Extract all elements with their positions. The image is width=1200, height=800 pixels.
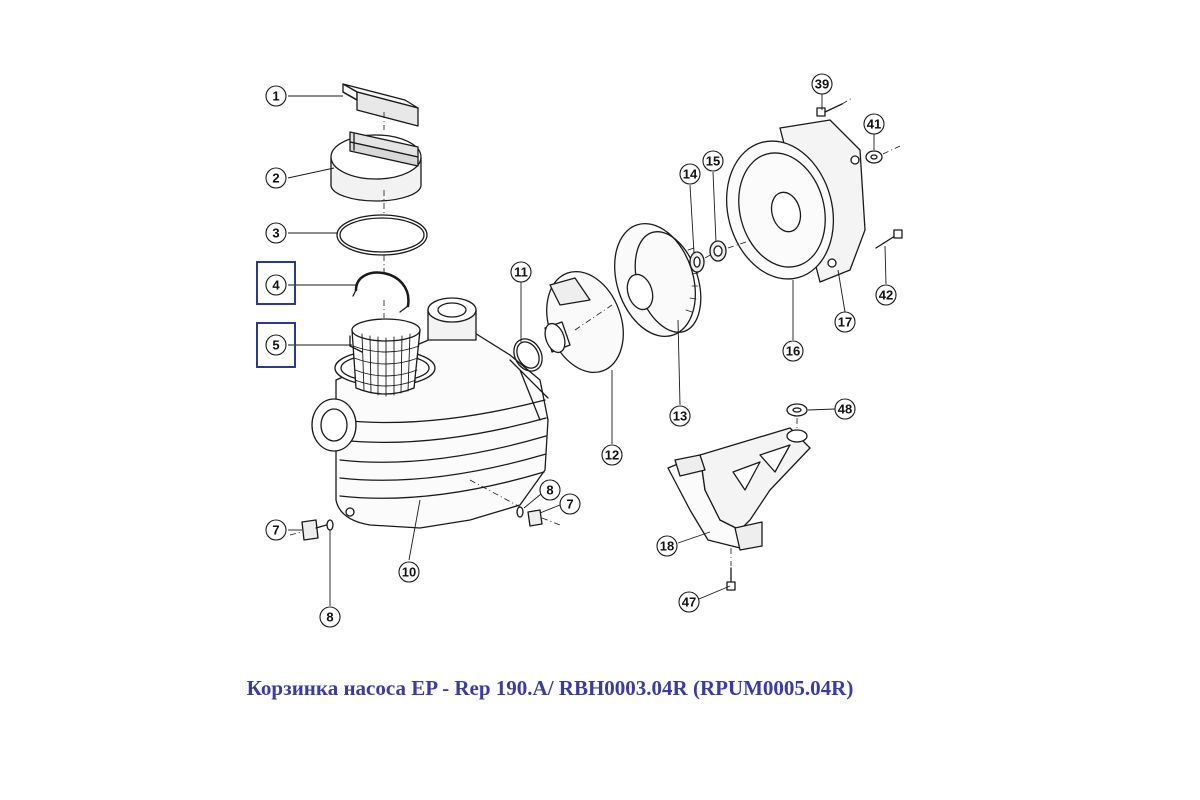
part-bushing bbox=[786, 403, 808, 443]
callout-label: 14 bbox=[683, 167, 698, 182]
callout-label: 5 bbox=[272, 338, 279, 353]
callout-label: 18 bbox=[660, 539, 674, 554]
part-mechanical-seal bbox=[689, 251, 705, 273]
callout-label: 3 bbox=[272, 226, 279, 241]
callout-2 bbox=[265, 167, 287, 189]
callout-18 bbox=[656, 535, 678, 557]
callout-label: 10 bbox=[402, 565, 416, 580]
callout-label: 15 bbox=[706, 154, 720, 169]
part-retaining-clip bbox=[352, 271, 410, 313]
callout-13 bbox=[669, 405, 691, 427]
callout-label: 8 bbox=[546, 483, 553, 498]
part-screw-bottom bbox=[726, 567, 736, 591]
callout-3 bbox=[265, 222, 287, 244]
callout-14 bbox=[679, 163, 701, 185]
callout-41 bbox=[863, 113, 885, 135]
callout-label: 7 bbox=[566, 497, 573, 512]
callout-label: 48 bbox=[838, 402, 852, 417]
callout-4 bbox=[265, 274, 287, 296]
callout-15 bbox=[702, 150, 724, 172]
part-handle-bar bbox=[342, 83, 419, 127]
callout-5 bbox=[265, 334, 287, 356]
part-seal-ring bbox=[709, 240, 727, 262]
callout-17 bbox=[834, 311, 856, 333]
callout-12 bbox=[601, 444, 623, 466]
callout-8-left bbox=[319, 606, 341, 628]
callout-16 bbox=[782, 340, 804, 362]
callout-label: 12 bbox=[605, 448, 619, 463]
callout-39 bbox=[811, 73, 833, 95]
callout-label: 1 bbox=[272, 89, 279, 104]
callout-11 bbox=[510, 261, 532, 283]
part-diffuser-o-ring bbox=[513, 338, 543, 372]
highlight-box-part-5 bbox=[256, 322, 296, 368]
callout-label: 7 bbox=[272, 523, 279, 538]
callout-8-right bbox=[539, 479, 561, 501]
part-lid-o-ring bbox=[336, 214, 428, 256]
part-motor-foot bbox=[667, 427, 811, 551]
callout-label: 47 bbox=[682, 595, 696, 610]
callout-48 bbox=[834, 398, 856, 420]
callout-47 bbox=[678, 591, 700, 613]
part-bolt-side bbox=[875, 229, 903, 249]
part-drain-plug-left bbox=[301, 519, 334, 541]
callout-label: 11 bbox=[514, 265, 528, 280]
part-seal-plate-flange bbox=[725, 119, 866, 283]
callout-7-right bbox=[559, 493, 581, 515]
callout-label: 4 bbox=[272, 278, 280, 293]
part-drain-plug-right bbox=[516, 506, 543, 527]
part-washer bbox=[865, 150, 883, 164]
callout-1 bbox=[265, 85, 287, 107]
callout-label: 17 bbox=[838, 315, 852, 330]
callout-label: 13 bbox=[673, 409, 687, 424]
part-diffuser bbox=[544, 270, 624, 374]
part-lid bbox=[330, 131, 422, 202]
callout-label: 39 bbox=[815, 77, 829, 92]
callout-7-left bbox=[265, 519, 287, 541]
part-bolt-top bbox=[816, 103, 843, 117]
callout-10 bbox=[398, 561, 420, 583]
callout-42 bbox=[875, 284, 897, 306]
part-pump-housing bbox=[311, 297, 549, 529]
caption-part-name: Корзинка насоса EP - Rep 190.A/ RBH0003.… bbox=[246, 676, 854, 700]
part-impeller bbox=[614, 222, 702, 338]
callout-label: 42 bbox=[879, 288, 893, 303]
callout-label: 41 bbox=[867, 117, 881, 132]
part-strainer-basket bbox=[349, 318, 421, 397]
callout-label: 8 bbox=[326, 610, 333, 625]
callout-label: 16 bbox=[786, 344, 800, 359]
callout-label: 2 bbox=[272, 171, 279, 186]
highlight-box-part-4 bbox=[256, 261, 296, 305]
